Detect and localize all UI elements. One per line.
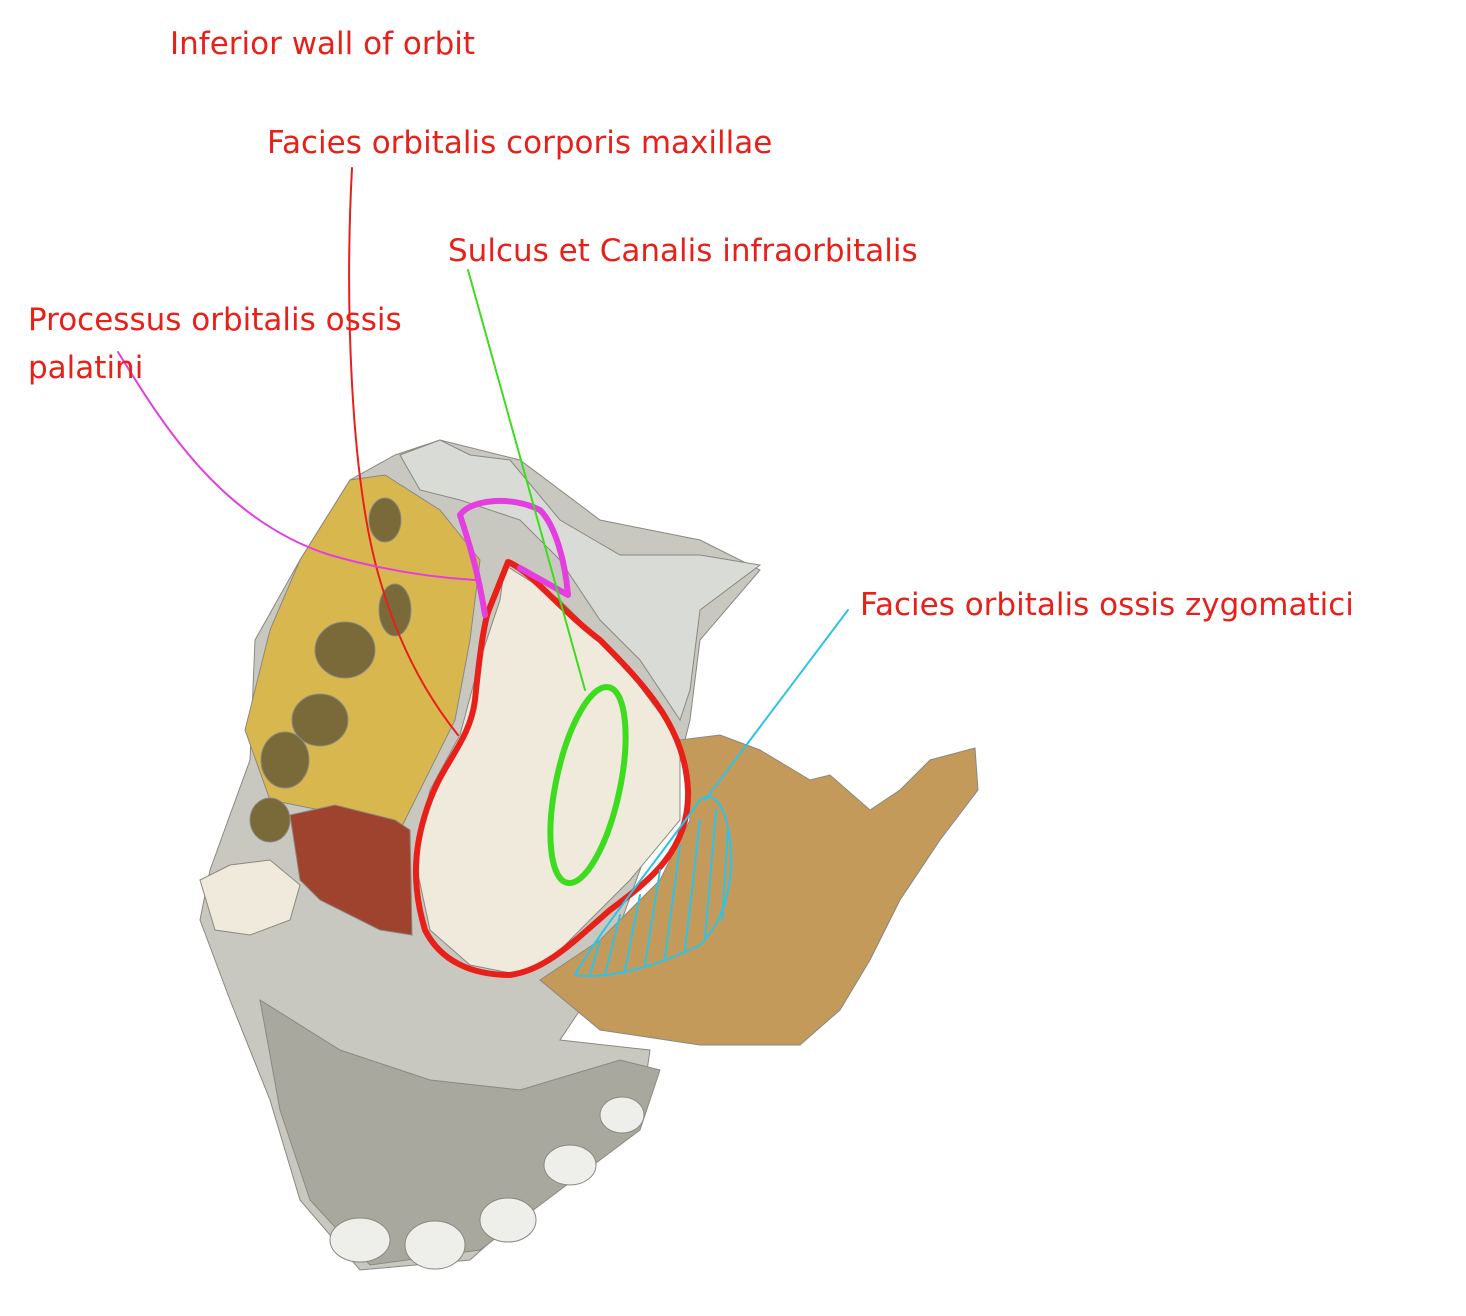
zygomatic-bone — [539, 734, 979, 1046]
air-cell — [260, 731, 310, 789]
palatine-leader-line — [117, 351, 476, 581]
lacrimal-bone — [289, 804, 413, 936]
tooth — [329, 1217, 391, 1263]
ethmoid-cells — [249, 497, 412, 843]
sulcus-leader-line — [467, 269, 586, 691]
zygomatic-hatch — [574, 795, 733, 977]
sphenoid-wing — [399, 439, 762, 722]
zygomatic-leader-line — [704, 609, 849, 801]
label-maxilla-orbital-surface: Facies orbitalis corporis maxillae — [267, 125, 773, 161]
label-infraorbital-sulcus: Sulcus et Canalis infraorbitalis — [448, 233, 918, 269]
maxilla-outline — [412, 559, 692, 978]
air-cell — [368, 497, 402, 543]
label-palatine-orbital-process: Processus orbitalis ossis palatini — [28, 296, 402, 392]
air-cell — [291, 693, 349, 747]
diagram-title: Inferior wall of orbit — [170, 26, 476, 62]
label-palatine-line-2: palatini — [28, 350, 144, 386]
nasal-process — [199, 859, 301, 936]
tooth — [479, 1197, 537, 1243]
tooth — [599, 1096, 645, 1134]
sulcus-outline — [547, 683, 629, 887]
tooth — [543, 1144, 597, 1186]
palatine-outline — [457, 497, 571, 618]
air-cell — [314, 621, 376, 679]
air-cell — [378, 583, 412, 637]
label-zygomatic-orbital-surface: Facies orbitalis ossis zygomatici — [860, 587, 1354, 623]
teeth — [329, 1096, 645, 1270]
maxilla-leader-line — [348, 167, 459, 736]
label-palatine-line-1: Processus orbitalis ossis — [28, 302, 402, 338]
alveolar-process — [259, 998, 661, 1266]
tooth — [404, 1220, 466, 1270]
air-cell — [249, 797, 291, 843]
